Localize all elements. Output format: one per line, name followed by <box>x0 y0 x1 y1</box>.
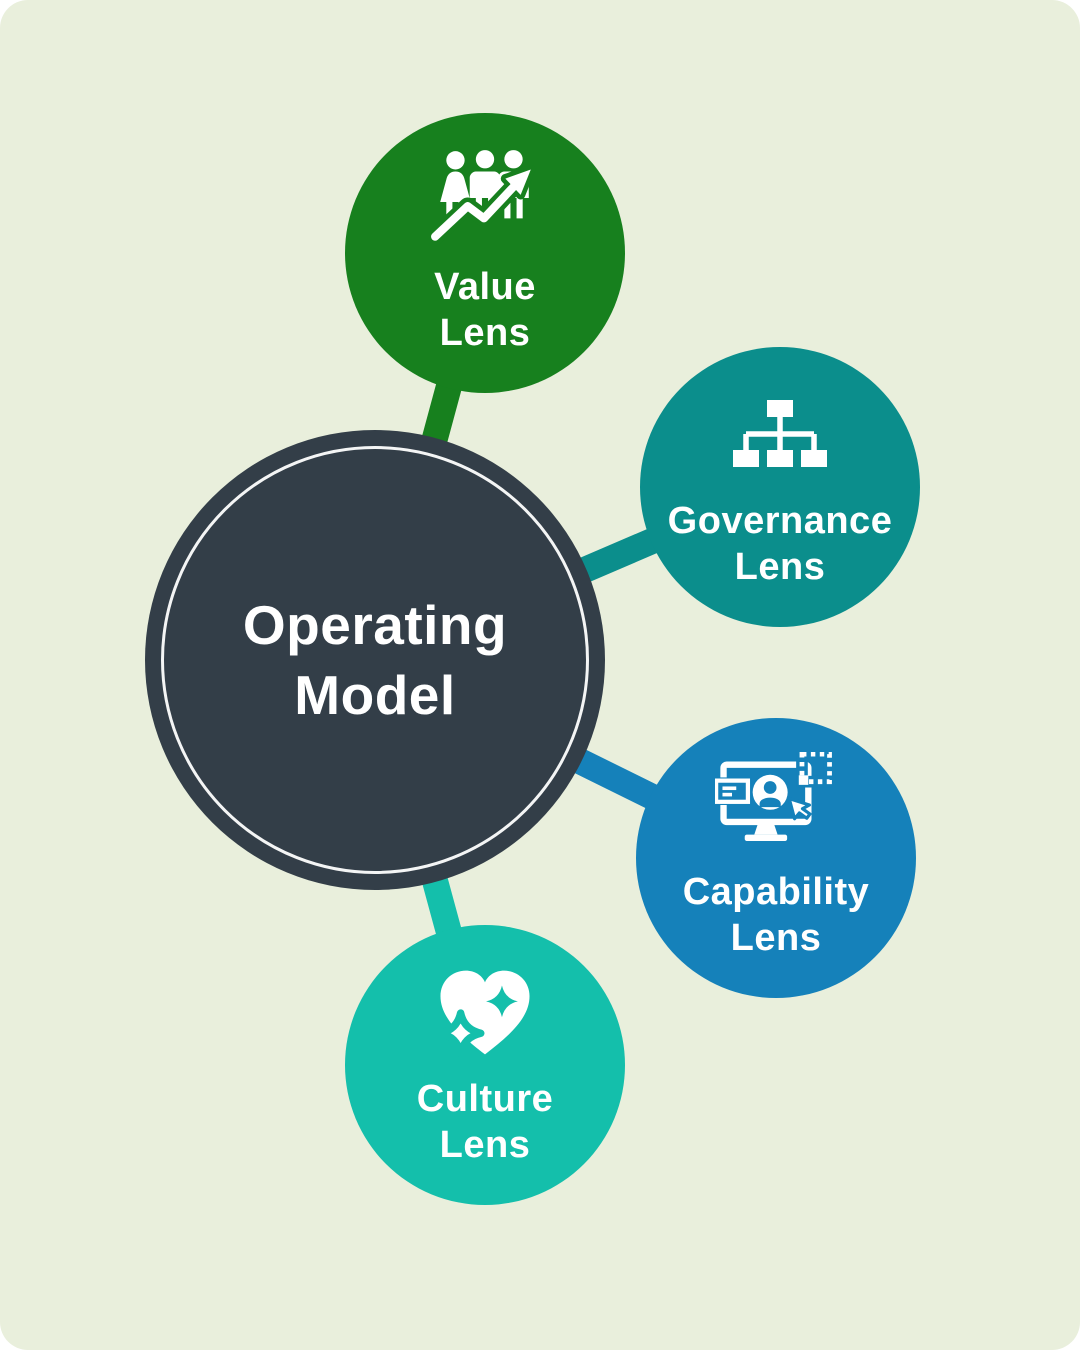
node-value-lens: Value Lens <box>345 113 625 393</box>
people-growth-arrow-icon <box>429 149 541 250</box>
operating-model-label: Operating Model <box>242 593 508 726</box>
node-culture-lens: Culture Lens <box>345 925 625 1205</box>
node-capability-lens: Capability Lens <box>636 718 916 998</box>
heart-sparkles-icon <box>432 962 538 1062</box>
monitor-user-select-icon <box>715 751 837 855</box>
node-governance-lens: Governance Lens <box>640 347 920 627</box>
culture-lens-label: Culture Lens <box>416 1077 554 1166</box>
value-lens-label: Value Lens <box>434 265 536 354</box>
node-operating-model: Operating Model <box>145 430 605 890</box>
org-chart-icon <box>730 384 830 484</box>
capability-lens-label: Capability Lens <box>682 870 870 959</box>
governance-lens-label: Governance Lens <box>667 499 893 588</box>
